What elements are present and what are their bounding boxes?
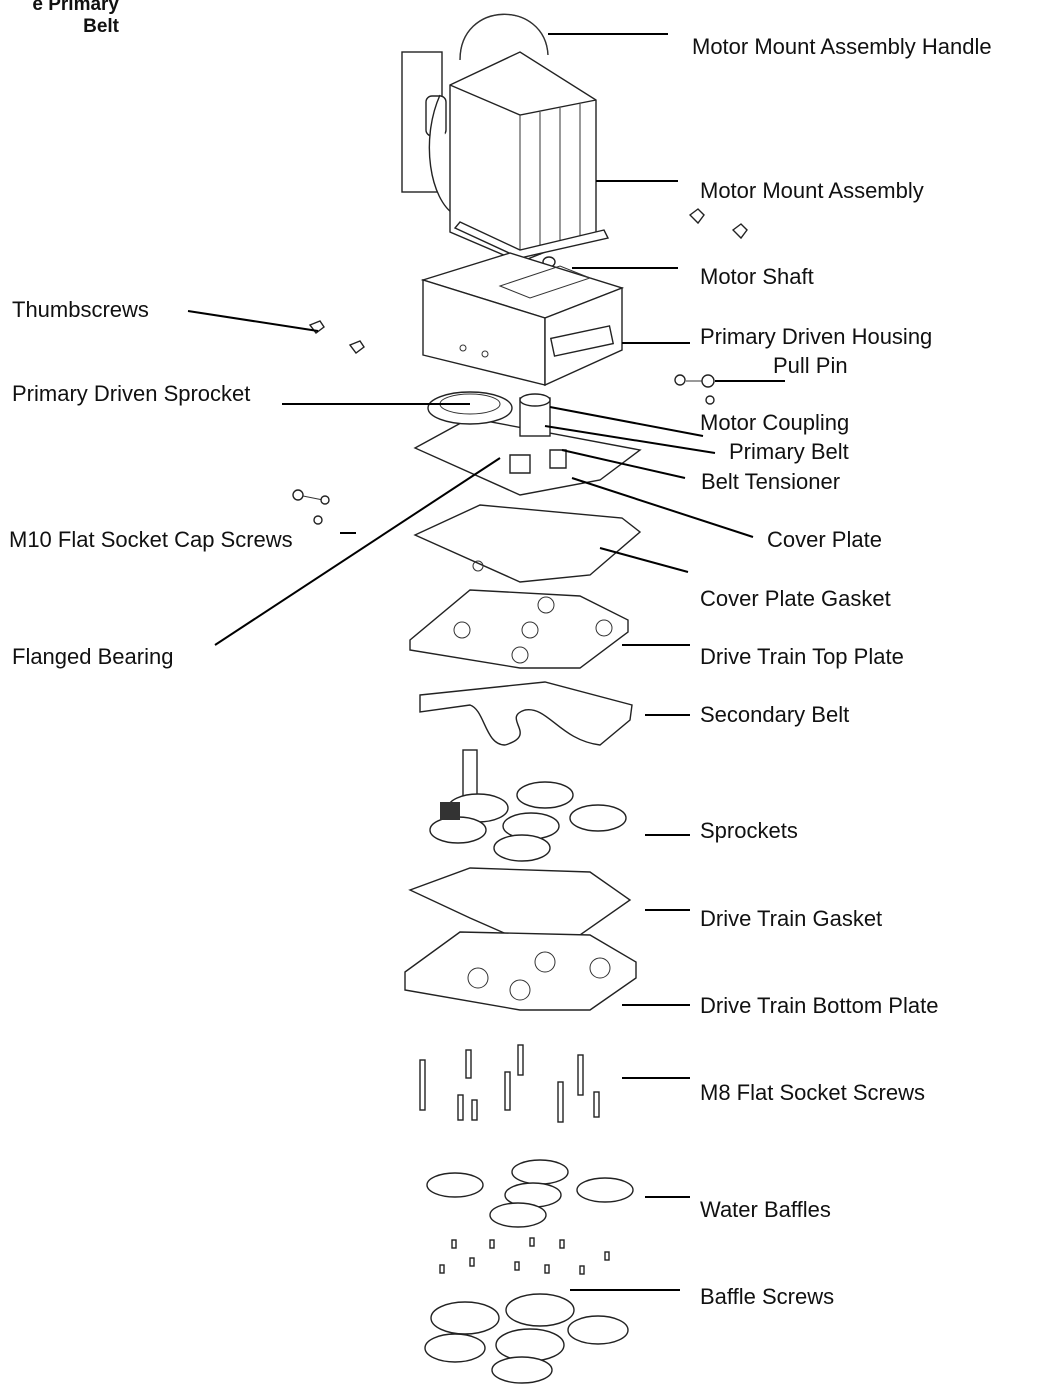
baffle-screws-drawing — [439, 1237, 610, 1275]
m10-screws-drawing — [292, 489, 330, 525]
label-m8-screws: M8 Flat Socket Screws — [700, 1080, 925, 1105]
label-cover-plate-gasket: Cover Plate Gasket — [700, 586, 891, 611]
label-baffle-screws: Baffle Screws — [700, 1284, 835, 1309]
label-primary-driven-sprocket: Primary Driven Sprocket — [12, 381, 251, 406]
sprockets-drawing — [429, 749, 627, 862]
label-motor-mount-assembly: Motor Mount Assembly — [700, 178, 924, 203]
label-motor-mount-handle: Motor Mount Assembly Handle — [692, 34, 992, 59]
m8-screws-drawing — [419, 1044, 600, 1123]
header-fragment-line2: Belt — [83, 16, 119, 37]
primary-driven-housing-drawing — [420, 252, 625, 387]
label-cover-plate: Cover Plate — [767, 527, 882, 552]
label-sprockets: Sprockets — [700, 818, 798, 843]
sprocket-cover-plate-drawing — [413, 391, 642, 496]
wing-nuts-drawing — [688, 208, 748, 240]
header-fragment-line1: e Primary — [32, 0, 119, 15]
label-pull-pin: Pull Pin — [773, 353, 848, 378]
secondary-belt-drawing — [419, 681, 633, 746]
label-drive-train-gasket: Drive Train Gasket — [700, 906, 883, 931]
label-drive-train-bottom-plate: Drive Train Bottom Plate — [700, 993, 939, 1018]
pull-pin-drawing — [674, 374, 715, 405]
label-thumbscrews: Thumbscrews — [12, 297, 149, 322]
label-belt-tensioner: Belt Tensioner — [701, 469, 841, 494]
thumbscrews-drawing — [308, 320, 365, 354]
label-flanged-bearing: Flanged Bearing — [12, 644, 174, 669]
drive-train-gasket-drawing — [408, 867, 632, 941]
label-primary-driven-housing: Primary Driven Housing — [700, 324, 933, 349]
water-baffles-drawing — [426, 1159, 634, 1228]
label-water-baffles: Water Baffles — [700, 1197, 831, 1222]
baffle-base-drawing — [424, 1293, 629, 1384]
label-motor-shaft: Motor Shaft — [700, 264, 814, 289]
motor-mount-assembly-drawing — [401, 13, 610, 268]
label-motor-coupling: Motor Coupling — [700, 410, 850, 435]
header-fragment: e Primary Belt — [0, 0, 119, 38]
label-m10-screws: M10 Flat Socket Cap Screws — [9, 527, 293, 552]
cover-plate-gasket-drawing — [413, 504, 642, 583]
label-primary-belt: Primary Belt — [729, 439, 849, 464]
leader-lines — [187, 33, 785, 1291]
drive-train-top-plate-drawing — [409, 589, 629, 669]
drive-train-bottom-plate-drawing — [404, 931, 637, 1011]
label-drive-train-top-plate: Drive Train Top Plate — [700, 644, 904, 669]
label-secondary-belt: Secondary Belt — [700, 702, 850, 727]
